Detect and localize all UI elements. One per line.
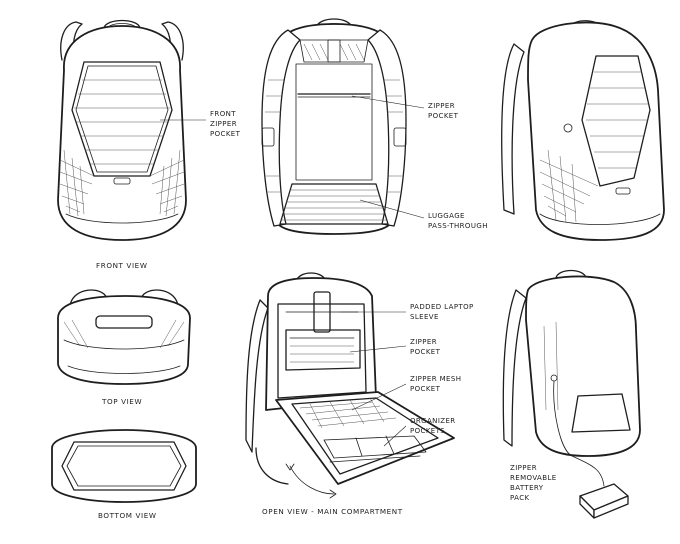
- callout-organizer-line-1: ORGANIZER: [410, 417, 456, 425]
- callout-laptop-line-1: PADDED LAPTOP: [410, 303, 474, 311]
- callout-back-pocket-line-1: ZIPPER: [428, 102, 455, 110]
- caption-front-view: FRONT VIEW: [96, 261, 148, 270]
- callout-inner-pocket-line-1: ZIPPER: [410, 338, 437, 346]
- callout-mesh-pocket-line-2: POCKET: [410, 385, 441, 393]
- callout-organizer-line-2: POCKETS: [410, 427, 445, 435]
- side-view-drawing: [501, 20, 665, 241]
- callout-battery-line-4: PACK: [510, 494, 530, 502]
- callout-battery-line-1: ZIPPER: [510, 464, 537, 472]
- back-view-drawing: [261, 18, 425, 235]
- callout-luggage-line-2: PASS-THROUGH: [428, 222, 488, 230]
- callout-battery-line-2: REMOVABLE: [510, 474, 557, 482]
- caption-bottom-view: BOTTOM VIEW: [98, 511, 157, 520]
- caption-top-view: TOP VIEW: [101, 397, 142, 406]
- caption-open-view: OPEN VIEW - MAIN COMPARTMENT: [262, 507, 403, 516]
- top-view-drawing: [57, 289, 191, 385]
- open-view-drawing: [245, 272, 455, 499]
- callout-back-pocket-line-2: POCKET: [428, 112, 459, 120]
- callout-luggage-line-1: LUGGAGE: [428, 212, 465, 220]
- front-view-drawing: [57, 19, 206, 241]
- callout-front-pocket-line-1: FRONT: [210, 110, 236, 118]
- callout-inner-pocket-line-2: POCKET: [410, 348, 441, 356]
- callout-front-pocket-line-2: ZIPPER: [210, 120, 237, 128]
- battery-view-drawing: [502, 269, 641, 519]
- callout-front-pocket-line-3: POCKET: [210, 130, 241, 138]
- bottom-view-drawing: [51, 429, 197, 503]
- callout-battery-line-3: BATTERY: [510, 484, 544, 492]
- callout-laptop-line-2: SLEEVE: [410, 313, 439, 321]
- callout-mesh-pocket-line-1: ZIPPER MESH: [410, 375, 461, 383]
